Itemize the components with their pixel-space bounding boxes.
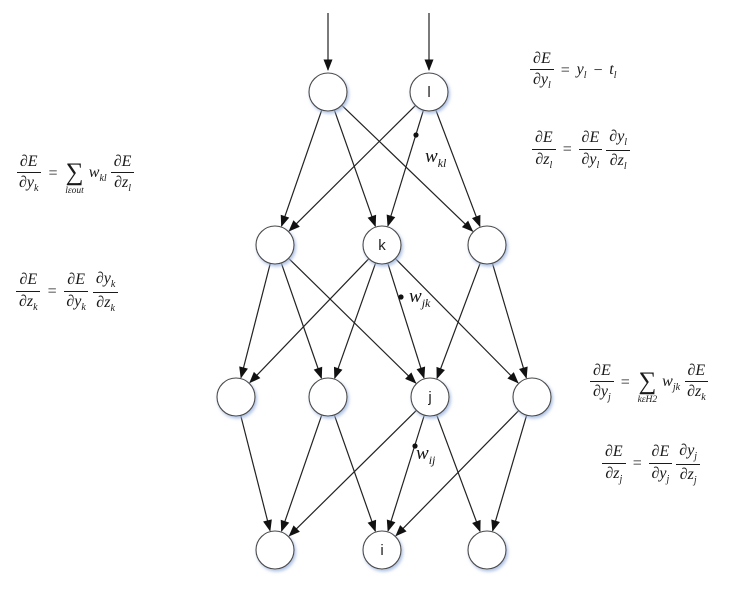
node-label-k: k	[378, 237, 386, 254]
edge-h1b-to-inB	[333, 414, 377, 533]
node-label-i: i	[380, 542, 383, 559]
edge-out1-to-h2a	[280, 109, 323, 228]
edge-out1-to-h2b	[333, 109, 377, 228]
edge-h2a-to-h1b	[280, 262, 323, 380]
edge-h2b-to-h1c	[387, 262, 426, 379]
weight-dot-3	[412, 443, 418, 449]
edge-h2a-to-h1a	[239, 263, 271, 379]
node-out1	[308, 72, 348, 112]
node-label-j: j	[427, 389, 431, 406]
node-h1c	[410, 377, 450, 417]
weight-dot-2	[398, 294, 404, 300]
node-h1a	[216, 377, 256, 417]
edge-h2b-to-h1a	[249, 258, 370, 384]
node-inC	[467, 530, 507, 570]
node-h2c	[467, 225, 507, 265]
node-inA	[255, 530, 295, 570]
edge-h2c-to-h1c	[436, 262, 481, 380]
node-h2a	[255, 225, 295, 265]
node-out2	[409, 72, 449, 112]
edge-out2-to-h2c	[435, 109, 481, 228]
edge-out2-to-h2a	[288, 104, 416, 232]
node-inB	[362, 530, 402, 570]
node-h1d	[512, 377, 552, 417]
edge-h2b-to-h1b	[333, 262, 377, 380]
node-h2b	[362, 225, 402, 265]
node-label-l: l	[427, 84, 430, 101]
edge-h1c-to-inC	[436, 414, 481, 533]
edge-h1a-to-inA	[240, 415, 272, 532]
edge-h2b-to-h1d	[394, 258, 519, 384]
edge-out1-to-h2c	[341, 104, 474, 232]
edge-h2a-to-h1c	[288, 257, 417, 384]
weight-dot-1	[413, 132, 419, 138]
edge-h1b-to-inA	[280, 414, 323, 533]
edge-h1d-to-inB	[395, 410, 520, 537]
edge-h2c-to-h1d	[491, 263, 528, 379]
edge-out2-to-h2b	[386, 109, 424, 227]
edge-h1d-to-inC	[491, 415, 528, 532]
node-h1b	[308, 377, 348, 417]
edge-h1c-to-inA	[288, 409, 417, 537]
edge-h1c-to-inB	[386, 414, 425, 532]
